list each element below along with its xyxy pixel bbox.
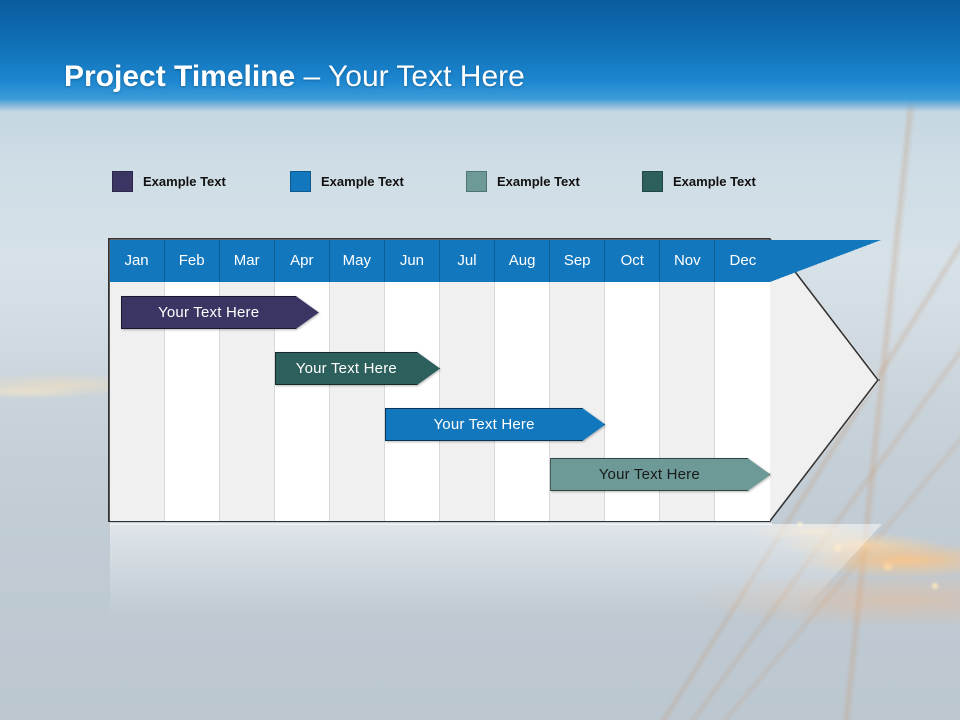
month-column-jun: Jun: [384, 239, 440, 521]
page-title: Project Timeline – Your Text Here: [64, 60, 525, 94]
task-bar-label-3: Your Text Here: [433, 416, 535, 433]
chart-reflection-edge: [110, 523, 772, 525]
page-title-light: Your Text Here: [328, 60, 525, 93]
column-divider: [273, 281, 275, 521]
column-divider: [163, 281, 165, 521]
legend-swatch-icon-3: [466, 170, 487, 192]
month-column-jan: Jan: [109, 239, 165, 521]
legend-item-1[interactable]: Example Text: [112, 170, 226, 192]
month-column-body: [329, 281, 385, 521]
column-divider: [714, 281, 716, 521]
legend-swatch-icon-4: [642, 170, 663, 192]
column-divider: [218, 281, 220, 521]
month-header-sep[interactable]: Sep: [550, 239, 606, 282]
column-divider: [383, 281, 385, 521]
month-header-nov[interactable]: Nov: [660, 239, 716, 282]
task-bar-shape: [120, 296, 319, 329]
task-bar-4[interactable]: Your Text Here: [550, 458, 771, 491]
column-divider: [659, 281, 661, 521]
page-title-bold: Project Timeline: [64, 60, 296, 93]
month-header-may[interactable]: May: [329, 239, 385, 282]
task-bar-label-4: Your Text Here: [598, 466, 700, 483]
month-header-jun[interactable]: Jun: [384, 239, 440, 282]
column-divider: [549, 281, 551, 521]
month-column-body: [439, 281, 496, 521]
month-header-dec[interactable]: Dec: [715, 239, 771, 282]
month-column-jul: Jul: [439, 239, 496, 521]
legend-item-3[interactable]: Example Text: [466, 170, 580, 192]
month-column-feb: Feb: [164, 239, 220, 521]
task-bar-1[interactable]: Your Text Here: [120, 296, 319, 329]
month-column-body: [384, 281, 440, 521]
month-header-feb[interactable]: Feb: [164, 239, 220, 282]
legend-item-4[interactable]: Example Text: [642, 170, 756, 192]
header-arrow-tip: [770, 239, 881, 282]
task-bar-3[interactable]: Your Text Here: [384, 408, 606, 441]
legend-label-4: Example Text: [673, 173, 756, 189]
column-divider: [604, 281, 606, 521]
month-column-mar: Mar: [219, 239, 275, 521]
page-title-separator: –: [295, 60, 329, 93]
column-divider: [438, 281, 440, 521]
legend: Example Text Example Text Example Text Exam…: [112, 170, 832, 194]
task-bar-label-1: Your Text Here: [158, 304, 260, 321]
legend-swatch-icon-2: [290, 170, 311, 192]
task-bar-2[interactable]: Your Text Here: [274, 352, 440, 385]
month-column-body: [495, 281, 551, 521]
column-divider: [494, 281, 496, 521]
legend-item-2[interactable]: Example Text: [290, 170, 404, 192]
task-bar-shape: [274, 352, 440, 385]
task-bar-label-2: Your Text Here: [295, 360, 397, 377]
title-banner: Project Timeline – Your Text Here: [0, 0, 960, 112]
month-header-oct[interactable]: Oct: [605, 239, 661, 282]
legend-label-1: Example Text: [143, 173, 226, 189]
month-header-jan[interactable]: Jan: [109, 239, 165, 282]
month-header-jul[interactable]: Jul: [439, 239, 496, 282]
month-header-mar[interactable]: Mar: [219, 239, 275, 282]
legend-label-3: Example Text: [497, 173, 580, 189]
month-header-aug[interactable]: Aug: [495, 239, 551, 282]
column-divider: [328, 281, 330, 521]
month-column-may: May: [329, 239, 385, 521]
legend-label-2: Example Text: [321, 173, 404, 189]
legend-swatch-icon-1: [112, 170, 133, 192]
month-header-apr[interactable]: Apr: [274, 239, 330, 282]
task-bar-shape: [550, 458, 771, 491]
task-bar-shape: [384, 408, 606, 441]
month-column-aug: Aug: [495, 239, 551, 521]
